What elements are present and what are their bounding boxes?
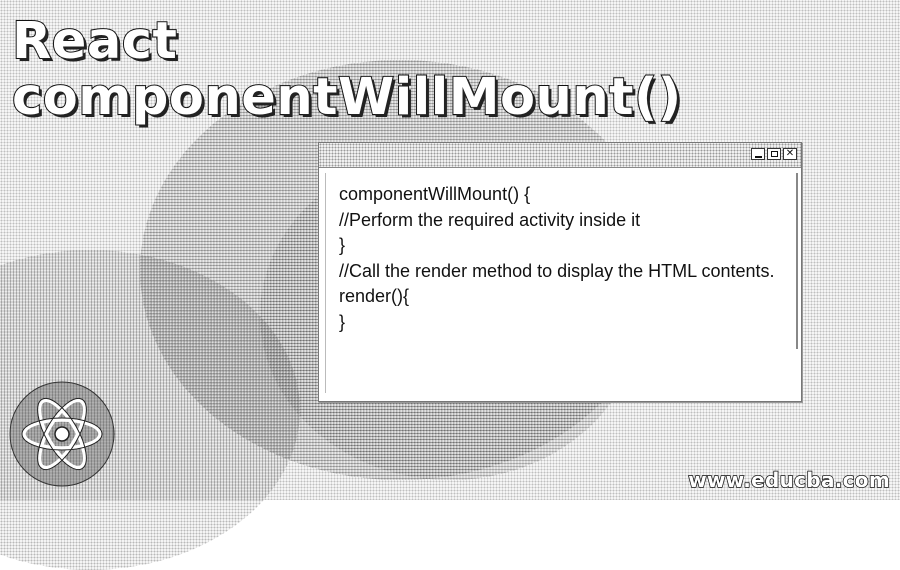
code-line: //Call the render method to display the … xyxy=(339,260,775,281)
title-line-method: componentWillMount() xyxy=(11,68,682,127)
code-line: render(){ xyxy=(339,286,410,306)
minimize-button[interactable] xyxy=(751,148,765,160)
code-area[interactable]: componentWillMount() { //Perform the req… xyxy=(319,168,801,401)
react-logo-icon xyxy=(6,378,118,490)
code-editor-window: ✕ componentWillMount() { //Perform the r… xyxy=(318,142,802,402)
close-icon: ✕ xyxy=(785,148,795,159)
maximize-button[interactable] xyxy=(767,148,781,160)
page-title: React componentWillMount() xyxy=(11,12,682,127)
website-url: www.educba.com xyxy=(687,467,890,493)
code-line: } xyxy=(339,311,346,332)
close-button[interactable]: ✕ xyxy=(783,148,797,160)
maximize-icon xyxy=(770,151,778,157)
window-controls: ✕ xyxy=(751,148,797,160)
minimize-icon xyxy=(754,155,762,158)
title-line-react: React xyxy=(11,12,178,71)
code-line: } xyxy=(339,235,346,255)
window-titlebar[interactable]: ✕ xyxy=(319,143,801,168)
window-inner-border xyxy=(325,173,326,393)
code-line: componentWillMount() { xyxy=(339,184,531,204)
vertical-scrollbar[interactable] xyxy=(796,173,798,349)
code-line: //Perform the required activity inside i… xyxy=(339,209,641,230)
